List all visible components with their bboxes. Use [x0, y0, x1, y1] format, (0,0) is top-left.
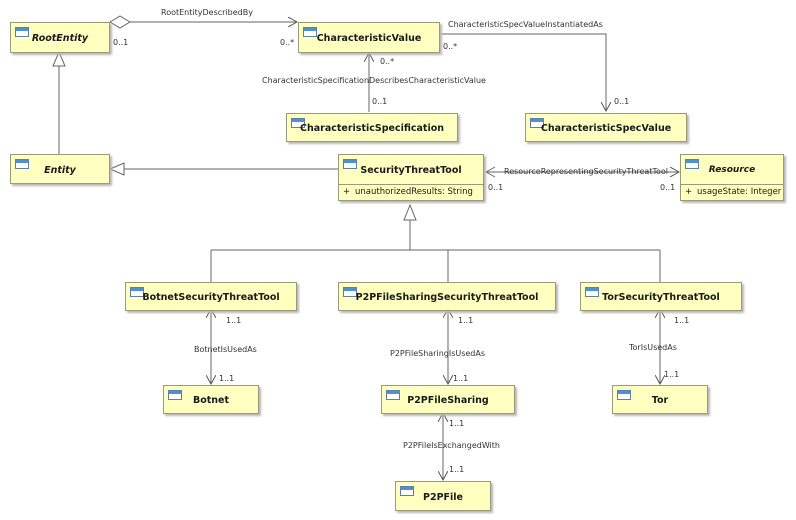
generalization-triangle — [52, 50, 66, 67]
assoc-label-botnet-is-used-as: BotnetIsUsedAs — [194, 345, 257, 354]
aggregation-diamond — [109, 15, 131, 29]
multiplicity-label: 0..* — [443, 42, 458, 51]
multiplicity-label: 0..1 — [372, 97, 388, 106]
multiplicity-label: 1..1 — [226, 316, 242, 325]
class-tor-security-threat-tool[interactable]: TorSecurityThreatTool — [580, 282, 742, 311]
class-icon — [168, 390, 182, 400]
class-name: Tor — [651, 395, 669, 406]
class-characteristic-specification[interactable]: CharacteristicSpecification — [286, 113, 458, 142]
class-icon — [303, 27, 317, 37]
class-icon — [291, 118, 305, 128]
generalization-triangle — [108, 162, 125, 176]
class-icon — [400, 486, 414, 496]
multiplicity-label: 1..1 — [453, 374, 469, 383]
class-icon — [617, 390, 631, 400]
attribute-unauthorized-results: +unauthorizedResults: String — [343, 187, 473, 197]
multiplicity-label: 1..1 — [449, 465, 465, 474]
multiplicity-label: 1..1 — [458, 316, 474, 325]
class-name: BotnetSecurityThreatTool — [142, 292, 280, 303]
assoc-label-char-spec-describes-char-value: CharacteristicSpecificationDescribesChar… — [262, 76, 486, 85]
class-icon — [15, 27, 29, 37]
compartment-divider — [681, 184, 783, 185]
multiplicity-label: 0..1 — [614, 97, 630, 106]
class-icon — [530, 118, 544, 128]
class-characteristic-value[interactable]: CharacteristicValue — [298, 22, 440, 53]
class-name: P2PFile — [423, 491, 463, 503]
class-security-threat-tool[interactable]: SecurityThreatTool +unauthorizedResults:… — [338, 154, 484, 201]
assoc-label-char-spec-value-instantiated-as: CharacteristicSpecValueInstantiatedAs — [448, 20, 603, 29]
assoc-label-tor-is-used-as: TorIsUsedAs — [629, 343, 677, 352]
assoc-char-spec-value-instantiated-as-line[interactable] — [440, 33, 606, 111]
class-name: Botnet — [192, 395, 230, 406]
assoc-label-root-entity-described-by: RootEntityDescribedBy — [161, 8, 253, 17]
class-icon — [130, 287, 144, 297]
class-p2p-file-sharing-security-threat-tool[interactable]: P2PFileSharingSecurityThreatTool — [338, 282, 556, 311]
class-botnet-security-threat-tool[interactable]: BotnetSecurityThreatTool — [125, 282, 297, 311]
class-p2p-file[interactable]: P2PFile — [395, 481, 491, 511]
class-name: CharacteristicSpecification — [299, 123, 445, 134]
multiplicity-label: 1..1 — [449, 419, 465, 428]
multiplicity-label: 0..1 — [660, 183, 676, 192]
class-icon — [685, 159, 699, 169]
multiplicity-label: 1..1 — [219, 374, 235, 383]
class-characteristic-spec-value[interactable]: CharacteristicSpecValue — [525, 113, 687, 142]
attribute-usage-state: +usageState: Integer — [685, 187, 782, 197]
multiplicity-label: 0..* — [380, 57, 395, 66]
class-botnet[interactable]: Botnet — [163, 385, 259, 414]
class-name: P2PFileSharing — [407, 395, 489, 406]
class-icon — [343, 159, 357, 169]
class-name: Resource — [708, 165, 756, 175]
class-root-entity[interactable]: RootEntity — [10, 22, 110, 53]
class-icon — [386, 390, 400, 400]
assoc-label-p2p-file-sharing-is-used-as: P2PFileSharingIsUsedAs — [390, 349, 486, 358]
class-name: CharacteristicSpecValue — [540, 123, 672, 134]
compartment-divider — [339, 184, 483, 185]
class-p2p-file-sharing[interactable]: P2PFileSharing — [381, 385, 515, 414]
class-name: TorSecurityThreatTool — [602, 292, 720, 303]
class-icon — [15, 159, 29, 169]
multiplicity-label: 0..* — [280, 38, 295, 47]
class-name: P2PFileSharingSecurityThreatTool — [355, 292, 539, 303]
class-tor[interactable]: Tor — [612, 385, 708, 414]
multiplicity-label: 1..1 — [664, 370, 680, 379]
open-arrow-head — [485, 171, 496, 178]
class-name: CharacteristicValue — [316, 33, 422, 44]
class-icon — [343, 287, 357, 297]
class-resource[interactable]: Resource +usageState: Integer — [680, 154, 784, 201]
assoc-label-p2p-file-is-exchanged-with: P2PFileIsExchangedWith — [403, 441, 500, 450]
assoc-label-resource-representing-stt: ResourceRepresentingSecurityThreatTool — [504, 167, 669, 176]
class-name: RootEntity — [31, 33, 89, 44]
class-name: Entity — [44, 164, 76, 176]
class-name: SecurityThreatTool — [360, 164, 462, 176]
multiplicity-label: 1..1 — [674, 316, 690, 325]
class-icon — [585, 287, 599, 297]
generalization-triangle — [403, 203, 417, 221]
multiplicity-label: 0..1 — [488, 183, 504, 192]
class-entity[interactable]: Entity — [10, 154, 110, 184]
multiplicity-label: 0..1 — [113, 38, 129, 47]
open-arrow-head — [485, 166, 496, 173]
